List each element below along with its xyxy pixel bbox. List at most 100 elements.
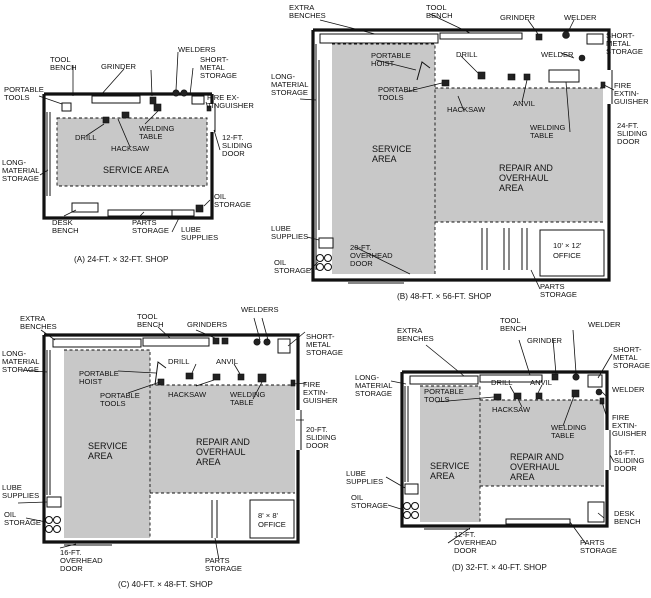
plan-d-parts-storage: [505, 518, 571, 525]
plan-b-label-office: 10' × 12'OFFICE: [553, 241, 582, 260]
plan-c-tool-bench: [142, 337, 210, 347]
plan-b-anvil: [523, 73, 531, 81]
plan-b-drill: [477, 71, 486, 80]
plan-d-walls: [400, 370, 609, 528]
plan-b-tool-bench: [439, 32, 523, 40]
plan-d-label-welder: WELDER: [588, 320, 621, 329]
plan-c-office: [249, 499, 295, 539]
plan-a-label-welders: WELDERS: [178, 45, 216, 54]
plan-b-extra-benches: [319, 33, 439, 44]
plan-c-service-area-shade: [64, 350, 150, 538]
plan-a-tool-bench: [91, 95, 141, 104]
plan-a-label-hacksaw: HACKSAW: [111, 144, 150, 153]
plan-a-desk-bench: [71, 202, 99, 213]
plan-c-anvil: [237, 373, 245, 381]
plan-d-label-grinder: GRINDER: [527, 336, 563, 345]
plan-a-oil-storage: [195, 204, 204, 213]
plan-b-portable-tools: [441, 79, 450, 87]
plan-c-welders: [253, 338, 261, 346]
plan-a-grinder: [149, 96, 157, 105]
plan-b-welding-table: [548, 69, 580, 83]
plan-b-label-hacksaw: HACKSAW: [447, 105, 486, 114]
plan-d-grinder: [551, 373, 559, 381]
plan-c-label-anvil: ANVIL: [216, 357, 238, 366]
plan-d-desk-bench: [587, 501, 605, 523]
plan-b-repair-area-shade: [435, 88, 603, 222]
plan-a-parts-storage: [107, 209, 173, 217]
plan-a-portable-tools: [61, 102, 72, 112]
plan-a-welding-table: [153, 103, 162, 112]
plan-b-label-welder-2: WELDER: [541, 50, 574, 59]
plan-d-label-welder-2: WELDER: [612, 385, 645, 394]
plan-c-label-office: 8' × 8'OFFICE: [258, 511, 286, 529]
plan-c-welding-table: [257, 373, 267, 383]
plan-d-label-drill: DRILL: [491, 378, 513, 387]
plan-b-portable-hoist: [416, 61, 431, 81]
plan-c-label-hacksaw: HACKSAW: [168, 390, 207, 399]
plan-b-label-drill: DRILL: [456, 50, 478, 59]
plan-c-drill: [185, 372, 194, 380]
plan-b-caption: (B) 48-FT. × 56-FT. SHOP: [397, 292, 492, 301]
plan-d-drill: [513, 392, 522, 400]
plan-a-service-area-shade: [57, 118, 207, 186]
plan-c-repair-area-shade: [150, 385, 295, 493]
plan-c-label-grinders: GRINDERS: [187, 320, 227, 329]
plan-d-welder: [572, 373, 580, 381]
plan-d-label-hacksaw: HACKSAW: [492, 405, 531, 414]
plan-d-repair-area-shade: [480, 400, 604, 486]
plan-b-label-anvil: ANVIL: [513, 99, 535, 108]
plan-c-portable-hoist: [154, 361, 167, 386]
plan-d-label-anvil: ANVIL: [530, 378, 552, 387]
plan-c-lube-supplies: [46, 496, 62, 508]
plan-c-walls: [42, 333, 300, 544]
plan-b-short-metal-storage: [586, 33, 604, 45]
plan-c-portable-tools: [157, 378, 165, 386]
plan-a-drill: [121, 111, 130, 119]
plan-a-label-drill: DRILL: [75, 133, 97, 142]
plan-d-lube-supplies: [404, 483, 419, 495]
plan-a-short-metal-storage: [191, 95, 205, 105]
plan-c-extra-benches: [52, 338, 142, 348]
plan-d-caption: (D) 32-FT. × 40-FT. SHOP: [452, 563, 547, 572]
plan-d-short-metal-storage: [587, 374, 603, 388]
